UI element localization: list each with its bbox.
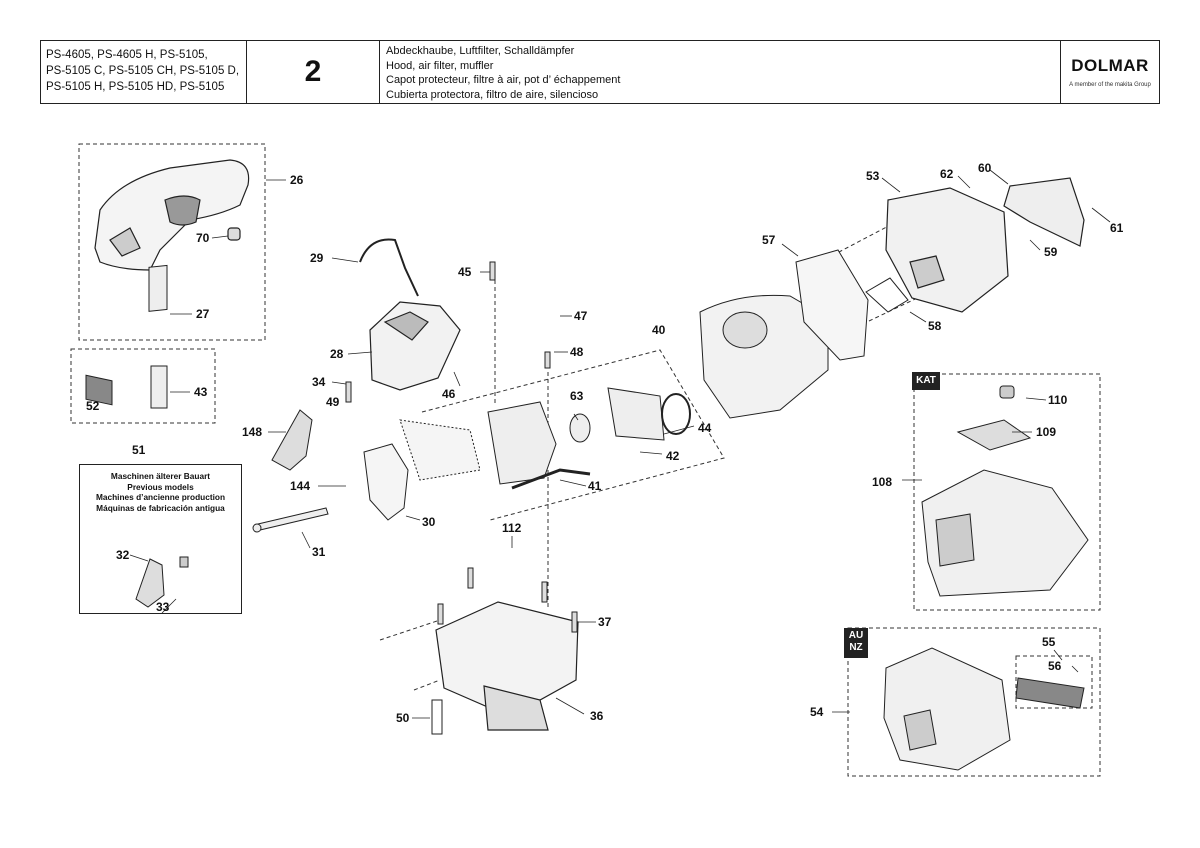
- label-33: 33: [156, 600, 170, 613]
- label-30: 30: [422, 515, 436, 529]
- filter-part-27: [148, 264, 168, 312]
- label-60: 60: [978, 161, 992, 175]
- label-40: 40: [652, 323, 666, 337]
- leader-lines: [170, 169, 1111, 719]
- label-112: 112: [502, 521, 522, 535]
- aunz-tag: AU NZ: [844, 628, 868, 658]
- filter-55-outline: [1015, 655, 1093, 709]
- cylinder-part: [699, 294, 829, 419]
- brand-subtitle: A member of the makita Group: [1069, 82, 1151, 88]
- muffler-53: [885, 177, 1085, 313]
- page-number: 2: [247, 41, 380, 103]
- label-36: 36: [590, 709, 604, 723]
- label-109: 109: [1036, 425, 1056, 439]
- label-70: 70: [196, 231, 210, 245]
- label-53: 53: [866, 169, 880, 183]
- model-list: PS-4605, PS-4605 H, PS-5105, PS-5105 C, …: [41, 41, 247, 103]
- label-144: 144: [290, 479, 310, 493]
- intake-flange: [487, 387, 691, 490]
- hood-part: [94, 159, 250, 271]
- title-es: Cubierta protectora, filtro de aire, sil…: [386, 88, 599, 101]
- title-en: Hood, air filter, muffler: [386, 59, 494, 72]
- model-line: PS-4605, PS-4605 H, PS-5105,: [46, 49, 208, 61]
- previous-models-drawing: 32 33: [116, 548, 189, 613]
- carburetor-part: [363, 419, 481, 521]
- kat-muffler-108: [921, 385, 1089, 597]
- label-58: 58: [928, 319, 942, 333]
- label-56: 56: [1048, 659, 1062, 673]
- brand-logo: DOLMAR A member of the makita Group: [1061, 41, 1159, 103]
- label-48: 48: [570, 345, 584, 359]
- section-titles: Abdeckhaube, Luftfilter, Schalldämpfer H…: [380, 41, 1061, 103]
- label-45: 45: [458, 265, 472, 279]
- label-26: 26: [290, 173, 304, 187]
- label-43: 43: [194, 385, 208, 399]
- label-63: 63: [570, 389, 584, 403]
- label-31: 31: [312, 545, 326, 559]
- label-59: 59: [1044, 245, 1058, 259]
- label-41: 41: [588, 479, 602, 493]
- label-50: 50: [396, 711, 410, 725]
- label-110: 110: [1048, 393, 1068, 407]
- kat-tag: KAT: [912, 372, 940, 390]
- previous-models-title: Maschinen älterer Bauart Previous models…: [80, 471, 241, 513]
- label-47: 47: [574, 309, 588, 323]
- label-42: 42: [666, 449, 680, 463]
- title-de: Abdeckhaube, Luftfilter, Schalldämpfer: [386, 45, 575, 57]
- label-57: 57: [762, 233, 776, 247]
- aunz-muffler-54: [883, 647, 1085, 771]
- filter-part-52: [85, 374, 113, 406]
- model-line: PS-5105 H, PS-5105 HD, PS-5105: [46, 81, 225, 93]
- aunz-group-outline: [847, 627, 1101, 777]
- label-55: 55: [1042, 635, 1056, 649]
- title-block: PS-4605, PS-4605 H, PS-5105, PS-5105 C, …: [40, 40, 1160, 104]
- label-54: 54: [810, 705, 824, 719]
- intake-group-outline: [421, 349, 725, 521]
- label-28: 28: [330, 347, 344, 361]
- previous-models-box: Maschinen älterer Bauart Previous models…: [79, 464, 242, 614]
- label-148: 148: [242, 425, 262, 439]
- gasket-58: [865, 277, 909, 313]
- screw-set: [345, 261, 578, 735]
- bolt-31: [252, 507, 329, 533]
- previous-models-es: Máquinas de fabricación antigua: [96, 502, 225, 513]
- brand-name: DOLMAR: [1071, 56, 1149, 75]
- filter-part-43: [150, 365, 168, 409]
- wire-clip-29: [359, 238, 419, 297]
- previous-models-en: Previous models: [127, 481, 194, 492]
- kat-group-outline: [913, 373, 1101, 611]
- label-52: 52: [86, 399, 100, 413]
- label-27: 27: [196, 307, 210, 321]
- previous-models-fr: Machines d’ancienne production: [95, 492, 226, 502]
- air-filter-housing-28: [369, 301, 461, 391]
- label-32: 32: [116, 548, 130, 562]
- label-108: 108: [872, 475, 892, 489]
- model-line: PS-5105 C, PS-5105 CH, PS-5105 D,: [46, 65, 240, 77]
- filter-group-outline: [70, 348, 216, 424]
- aunz-tag-nz: NZ: [849, 642, 863, 653]
- previous-models-de: Maschinen älterer Bauart: [110, 471, 211, 481]
- title-fr: Capot protecteur, filtre à air, pot d’ é…: [386, 74, 621, 86]
- throttle-lever-148: [271, 409, 313, 471]
- label-62: 62: [940, 167, 954, 181]
- label-37: 37: [598, 615, 612, 629]
- label-29: 29: [310, 251, 324, 265]
- aunz-tag-au: AU: [848, 630, 864, 641]
- label-51: 51: [132, 443, 146, 457]
- label-34: 34: [312, 375, 326, 389]
- base-housing-36: [435, 601, 579, 731]
- label-49: 49: [326, 395, 340, 409]
- label-61: 61: [1110, 221, 1124, 235]
- label-44: 44: [698, 421, 712, 435]
- heat-shield-57: [795, 249, 869, 361]
- hood-group-outline: [78, 143, 266, 341]
- label-46: 46: [442, 387, 456, 401]
